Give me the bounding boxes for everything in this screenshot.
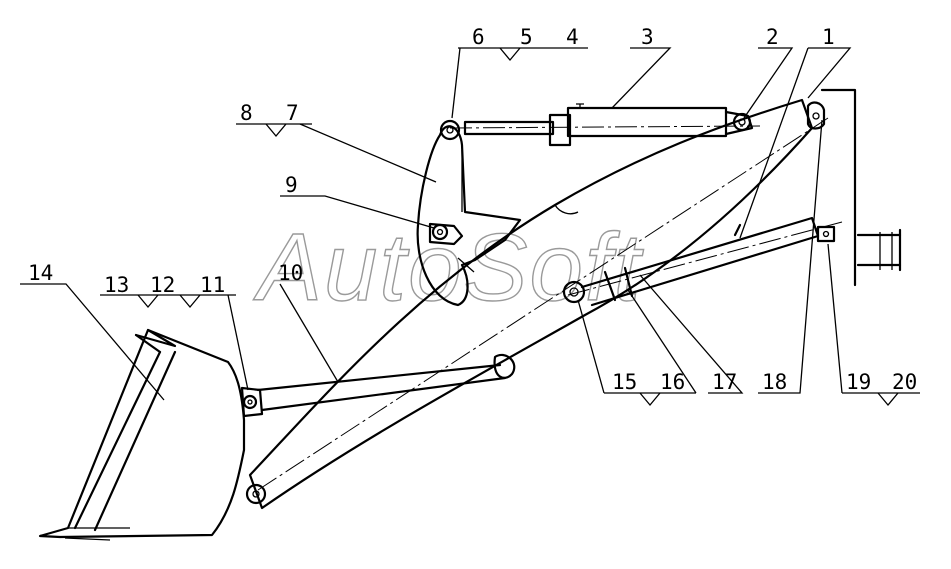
- bucket: [38, 328, 246, 541]
- pin-joint-bucket-upper: [240, 386, 264, 418]
- pin-joint-frame-lower: [816, 225, 836, 243]
- callout-16: 16: [660, 370, 685, 394]
- callout-8: 8: [240, 101, 253, 125]
- callout-18: 18: [762, 370, 787, 394]
- callout-7: 7: [286, 101, 299, 125]
- pin-joint-crank-center: [428, 222, 464, 246]
- bell-crank: [416, 125, 522, 307]
- pin-joint-boom-top: [806, 101, 826, 130]
- pin-joint-bucket-lower: [245, 483, 267, 505]
- callout-labels: 1 2 3 4 5 6 7 8 9 10 11 12 13 14 15 16 1…: [28, 25, 917, 394]
- callout-4: 4: [566, 25, 579, 49]
- callout-12: 12: [150, 273, 175, 297]
- callout-14: 14: [28, 261, 53, 285]
- watermark: AutoSoft: [253, 214, 644, 321]
- callout-2: 2: [766, 25, 779, 49]
- callout-1: 1: [822, 25, 835, 49]
- pin-joint-cylinder-head: [732, 112, 752, 132]
- pin-joint-tilt: [562, 280, 586, 304]
- callout-20: 20: [892, 370, 917, 394]
- bucket-link: [256, 353, 516, 412]
- callout-5: 5: [520, 25, 533, 49]
- pin-joints: [240, 101, 836, 505]
- callout-11: 11: [200, 273, 225, 297]
- callout-6: 6: [472, 25, 485, 49]
- pin-joint-upper-crank: [439, 119, 461, 141]
- callout-15: 15: [612, 370, 637, 394]
- callout-13: 13: [104, 273, 129, 297]
- lift-cylinder: [449, 103, 761, 147]
- callout-10: 10: [278, 261, 303, 285]
- callout-19: 19: [846, 370, 871, 394]
- tilt-cylinder: [567, 216, 843, 307]
- callout-9: 9: [285, 173, 298, 197]
- callout-17: 17: [712, 370, 737, 394]
- callout-3: 3: [641, 25, 654, 49]
- frame-mount: [820, 88, 902, 287]
- leader-lines: [20, 47, 920, 407]
